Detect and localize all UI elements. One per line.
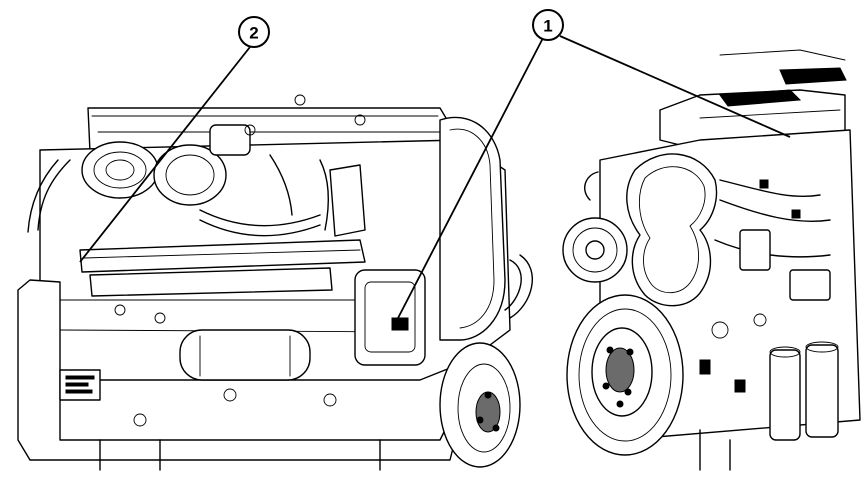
- air-canister: [153, 124, 251, 206]
- left-engine-illustration: [17, 94, 534, 471]
- callout-2-circle: [238, 16, 270, 48]
- crank-damper-left: [439, 342, 521, 468]
- callout-1: 1: [396, 9, 791, 321]
- left-gear: [562, 217, 628, 283]
- manifold-pipe: [79, 239, 366, 297]
- info-plate: [59, 369, 101, 401]
- crank-damper-right: [566, 294, 684, 456]
- filter-canisters: [769, 341, 839, 441]
- front-housing: [354, 269, 426, 366]
- right-engine-illustration: [562, 49, 861, 471]
- callout-2: 2: [79, 16, 270, 263]
- callout-1-leader-a: [396, 37, 544, 321]
- callout-2-leader: [79, 46, 251, 263]
- callout-1-label: 1: [543, 17, 552, 36]
- bolts: [114, 94, 366, 427]
- callout-1-leader-b: [559, 35, 791, 138]
- callout-2-label: 2: [249, 24, 258, 43]
- callout-1-circle: [532, 9, 564, 41]
- oil-cooler: [179, 329, 311, 381]
- gear-cover-right: [626, 153, 718, 307]
- timing-cover: [439, 116, 506, 341]
